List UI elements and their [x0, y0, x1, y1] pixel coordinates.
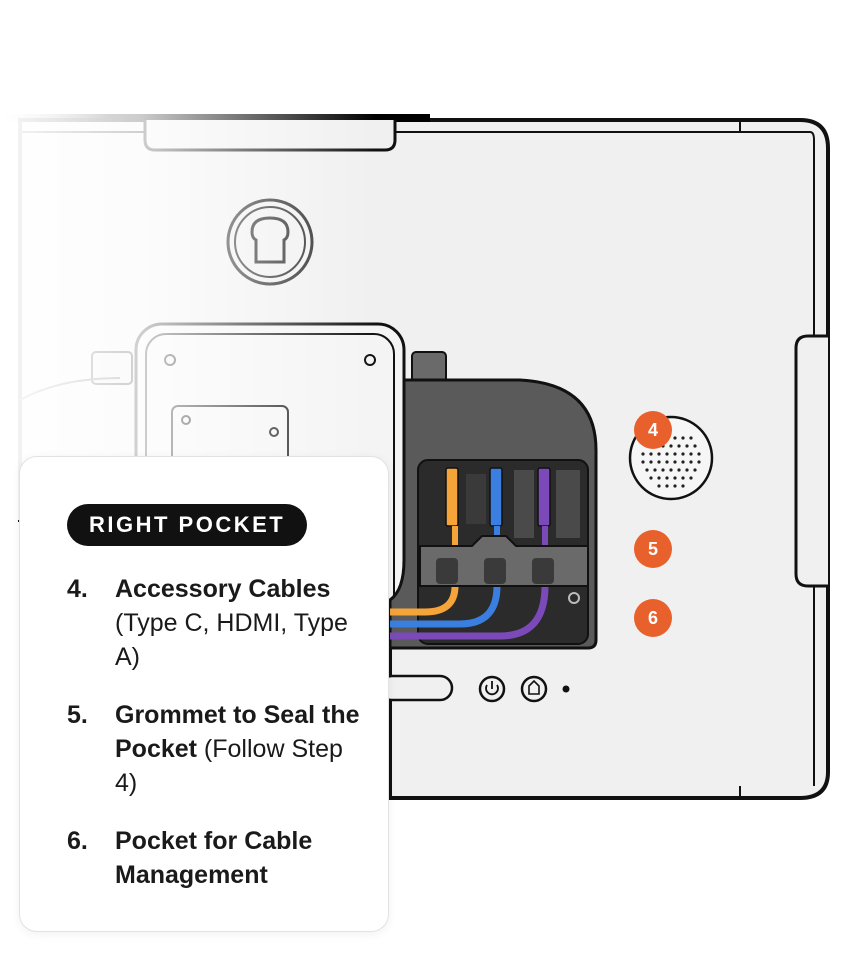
top-tab: [143, 120, 397, 152]
item-detail: (Type C, HDMI, Type A): [115, 609, 348, 671]
home-icon: [520, 675, 548, 703]
item-title: Pocket for Cable Management: [115, 827, 313, 889]
legend-item-grommet: 5. Grommet to Seal the Pocket (Follow St…: [67, 698, 367, 800]
callout-marker-4: 4: [634, 411, 672, 449]
item-title: Grommet to Seal the Pocket: [115, 701, 360, 763]
item-number: 6.: [67, 827, 88, 855]
item-text: Pocket for Cable Management: [115, 824, 367, 892]
callout-marker-6: 6: [634, 599, 672, 637]
item-text: Accessory Cables (Type C, HDMI, Type A): [115, 572, 367, 674]
power-icon: [478, 675, 506, 703]
item-number: 4.: [67, 575, 88, 603]
legend-list: 4. Accessory Cables (Type C, HDMI, Type …: [67, 572, 367, 916]
item-detail: (Follow Step 4): [115, 735, 343, 797]
side-notch: [794, 334, 828, 588]
status-led-icon: [562, 685, 570, 693]
callout-marker-5: 5: [634, 530, 672, 568]
legend-item-accessory-cables: 4. Accessory Cables (Type C, HDMI, Type …: [67, 572, 367, 674]
item-title: Accessory Cables: [115, 575, 331, 603]
legend-card: RIGHT POCKET 4. Accessory Cables (Type C…: [19, 456, 389, 932]
grommet: [419, 535, 589, 604]
legend-heading: RIGHT POCKET: [67, 504, 308, 546]
bottom-controls: [378, 674, 570, 703]
item-number: 5.: [67, 701, 88, 729]
item-text: Grommet to Seal the Pocket (Follow Step …: [115, 698, 367, 800]
legend-item-cable-pocket: 6. Pocket for Cable Management: [67, 824, 367, 892]
